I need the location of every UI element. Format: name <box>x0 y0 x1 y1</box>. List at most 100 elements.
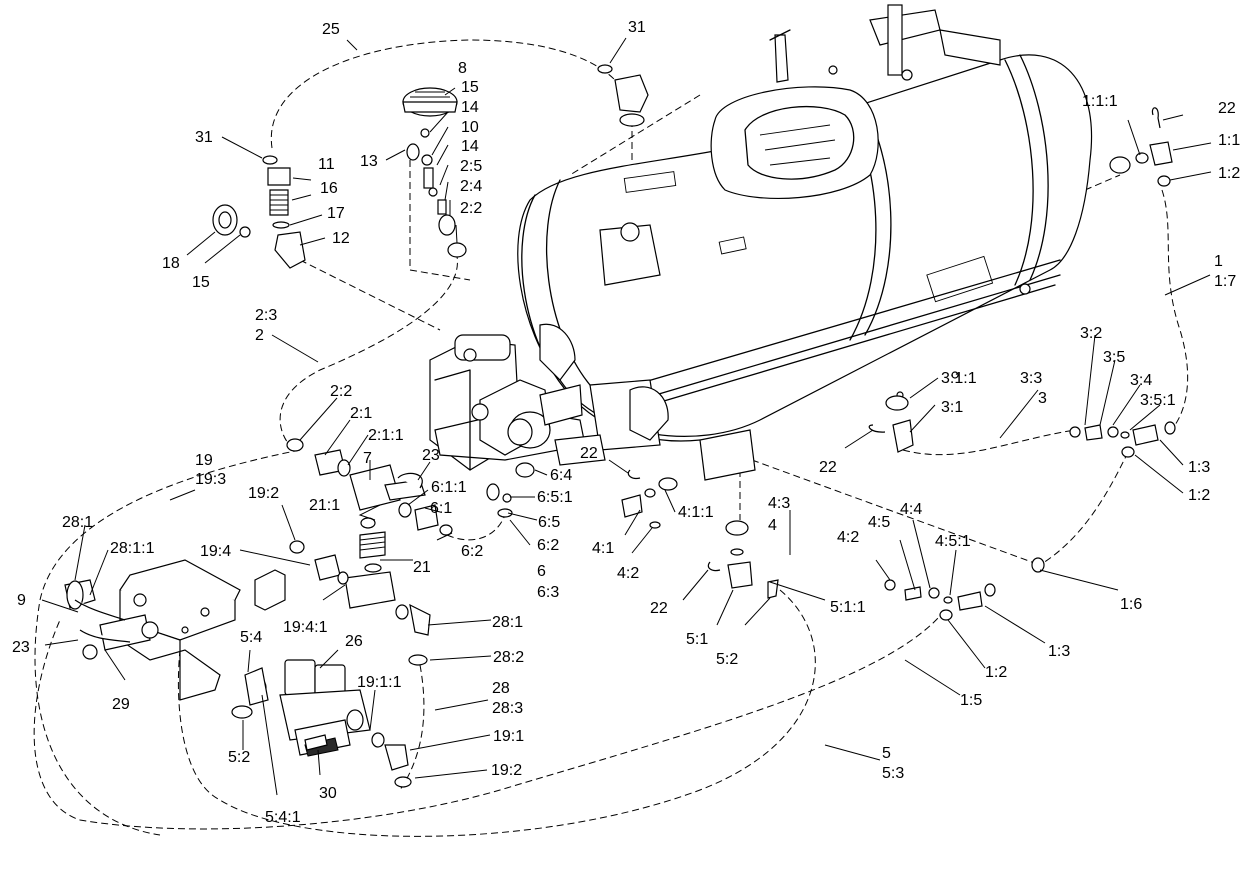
callout-19-1: 19:1 <box>493 728 524 745</box>
callout-11: 11 <box>318 156 335 173</box>
callout-12: 12 <box>332 230 350 247</box>
hose-routes <box>33 39 1189 837</box>
callout-2: 2 <box>255 327 264 344</box>
callout-28-3: 28:3 <box>492 700 523 717</box>
callout-6-1-1: 6:1:1 <box>431 479 467 496</box>
pump-assembly <box>429 334 606 471</box>
callout-22: 22 <box>580 445 598 462</box>
callout-2-2: 2:2 <box>460 200 482 217</box>
callout-28-2: 28:2 <box>493 649 524 666</box>
callout-4-1: 4:1 <box>592 540 614 557</box>
callout-21: 21 <box>413 559 431 576</box>
callout-19-3: 19:3 <box>195 471 226 488</box>
callout-15: 15 <box>461 79 479 96</box>
callout-31: 31 <box>628 19 646 36</box>
callout-2-3: 2:3 <box>255 307 277 324</box>
callout-28-1: 28:1 <box>62 514 93 531</box>
callout-19-4-1: 19:4:1 <box>283 619 328 636</box>
callout-29: 29 <box>112 696 130 713</box>
callout-6: 6 <box>537 563 546 580</box>
callout-6-5-1: 6:5:1 <box>537 489 573 506</box>
callout-1-5: 1:5 <box>960 692 982 709</box>
callout-6-2: 6:2 <box>461 543 483 560</box>
callout-2-1-1: 2:1:1 <box>368 427 404 444</box>
callout-5-1: 5:1 <box>686 631 708 648</box>
callout-23: 23 <box>12 639 30 656</box>
callout-1-1: 1:1 <box>1218 132 1240 149</box>
callout-19-2: 19:2 <box>491 762 522 779</box>
callout-28: 28 <box>492 680 510 697</box>
callout-5-3: 5:3 <box>882 765 904 782</box>
callout-5-4: 5:4 <box>240 629 262 646</box>
callout-5: 5 <box>882 745 891 762</box>
callout-6-2: 6:2 <box>537 537 559 554</box>
callout-5-2: 5:2 <box>716 651 738 668</box>
callout-6-4: 6:4 <box>550 467 572 484</box>
callout-31: 31 <box>195 129 213 146</box>
callout-21-1: 21:1 <box>309 497 340 514</box>
callout-19-2: 19:2 <box>248 485 279 502</box>
callout-1-3: 1:3 <box>1188 459 1210 476</box>
callout-1-2: 1:2 <box>985 664 1007 681</box>
callout-2-1: 2:1 <box>350 405 372 422</box>
valve-bracket <box>64 559 286 701</box>
callout-25: 25 <box>322 21 340 38</box>
callout-10: 10 <box>461 119 479 136</box>
callout-26: 26 <box>345 633 363 650</box>
callout-3-5: 3:5 <box>1103 349 1125 366</box>
callout-3-1: 3:1 <box>941 399 963 416</box>
callout-3-3: 3:3 <box>1020 370 1042 387</box>
callout-4-5-1: 4:5:1 <box>935 533 971 550</box>
callout-3-5-1: 3:5:1 <box>1140 392 1176 409</box>
callout-9: 9 <box>17 592 26 609</box>
fittings <box>74 64 1176 788</box>
callout-3: 3 <box>1038 390 1047 407</box>
callout-4-3: 4:3 <box>768 495 790 512</box>
leader-lines <box>41 37 1212 796</box>
callout-16: 16 <box>320 180 338 197</box>
callout-1-1-1: 1:1:1 <box>1082 93 1118 110</box>
callout-2-5: 2:5 <box>460 158 482 175</box>
callout-2-2: 2:2 <box>330 383 352 400</box>
callout-18: 18 <box>162 255 180 272</box>
callout-22: 22 <box>650 600 668 617</box>
callout-4-1-1: 4:1:1 <box>678 504 714 521</box>
callout-22: 22 <box>1218 100 1236 117</box>
callout-1-7: 1:7 <box>1214 273 1236 290</box>
callout-28-1-1: 28:1:1 <box>110 540 155 557</box>
spray-tank <box>517 4 1093 481</box>
callout-4-4: 4:4 <box>900 501 922 518</box>
callout-22: 22 <box>819 459 837 476</box>
callout-6-5: 6:5 <box>538 514 560 531</box>
callout-4-5: 4:5 <box>868 514 890 531</box>
callout-23: 23 <box>422 447 440 464</box>
callout-1-2: 1:2 <box>1218 165 1240 182</box>
callout-6-1: 6:1 <box>430 500 452 517</box>
callout-8: 8 <box>458 60 467 77</box>
callout-4: 4 <box>768 517 777 534</box>
callout-14: 14 <box>461 138 479 155</box>
callout-15: 15 <box>192 274 210 291</box>
solenoid-manifold <box>231 659 371 757</box>
callout-5-4-1: 5:4:1 <box>265 809 301 826</box>
callout-1-3: 1:3 <box>1048 643 1070 660</box>
callout-2-4: 2:4 <box>460 178 482 195</box>
callout-1: 1 <box>1214 253 1223 270</box>
callout-3-2: 3:2 <box>1080 325 1102 342</box>
callout-4-2: 4:2 <box>837 529 859 546</box>
callout-5-2: 5:2 <box>228 749 250 766</box>
callout-19-4: 19:4 <box>200 543 231 560</box>
callout-13: 13 <box>360 153 378 170</box>
callout-14: 14 <box>461 99 479 116</box>
callout-4-2: 4:2 <box>617 565 639 582</box>
callout-6-3: 6:3 <box>537 584 559 601</box>
callout-19-1-1: 19:1:1 <box>357 674 402 691</box>
callout-19: 19 <box>195 452 213 469</box>
callout-17: 17 <box>327 205 345 222</box>
callout-28-1: 28:1 <box>492 614 523 631</box>
callout-3-1-1: 3:1:1 <box>941 370 977 387</box>
callout-3-4: 3:4 <box>1130 372 1152 389</box>
callout-30: 30 <box>319 785 337 802</box>
